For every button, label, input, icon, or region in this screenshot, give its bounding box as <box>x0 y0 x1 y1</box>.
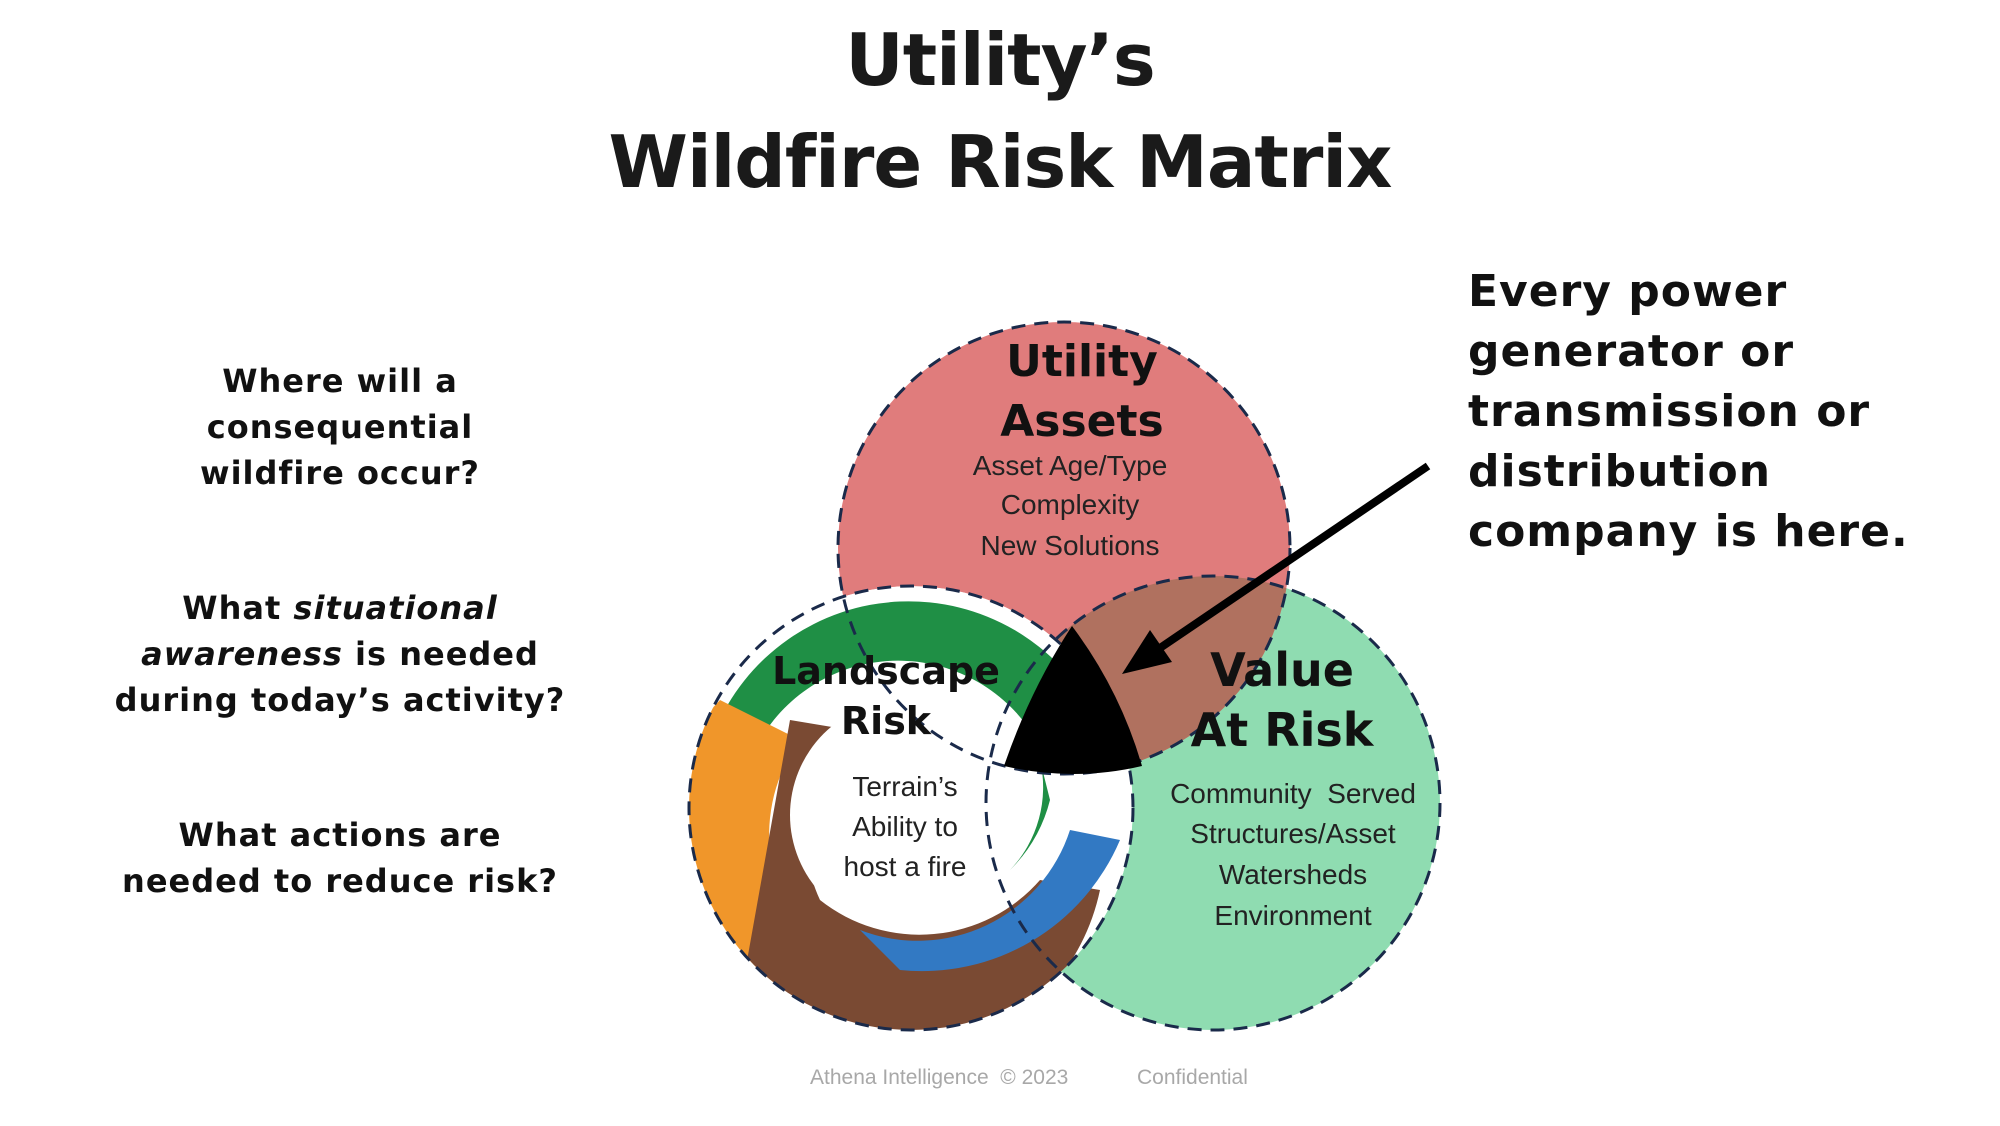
utility-assets-item: New Solutions <box>981 530 1160 561</box>
value-at-risk-item: Community Served <box>1170 778 1416 809</box>
text: is needed <box>342 635 539 673</box>
arrow-line <box>1157 462 1431 652</box>
callout-line: company is here. <box>1468 506 1909 557</box>
question-actions: What actions are needed to reduce risk? <box>60 812 620 904</box>
title-line-1: Utility’s <box>845 18 1155 102</box>
utility-assets-title: Assets <box>1000 396 1164 447</box>
question-line: awareness is needed <box>60 631 620 677</box>
callout-line: Every power <box>1468 266 1788 317</box>
value-at-risk-title: Value <box>1210 643 1354 697</box>
question-where: Where will a consequential wildfire occu… <box>60 358 620 496</box>
landscape-risk-item: Terrain’s <box>852 771 957 802</box>
question-line: consequential <box>206 408 474 446</box>
value-at-risk-item: Watersheds <box>1219 859 1367 890</box>
callout-line: transmission or <box>1468 386 1871 437</box>
value-at-risk-item: Environment <box>1214 900 1371 931</box>
question-line: What actions are <box>178 816 502 854</box>
footer-confidential: Confidential <box>1137 1066 1248 1089</box>
question-awareness: What situational awareness is needed dur… <box>60 585 620 723</box>
landscape-risk-title: Landscape <box>772 649 1000 693</box>
landscape-risk-title: Risk <box>841 699 932 743</box>
question-line: wildfire occur? <box>200 454 480 492</box>
callout-text: Every power generator or transmission or… <box>1468 262 1988 562</box>
question-line: needed to reduce risk? <box>122 862 558 900</box>
question-line: What situational <box>60 585 620 631</box>
utility-assets-item: Complexity <box>1001 489 1139 520</box>
text: What <box>182 589 294 627</box>
emphasis: situational <box>293 589 498 627</box>
utility-assets-outline <box>836 320 1292 776</box>
value-at-risk-outline <box>984 574 1442 1032</box>
emphasis: awareness <box>141 635 343 673</box>
landscape-risk-item: Ability to <box>852 811 958 842</box>
question-line: during today’s activity? <box>114 681 566 719</box>
value-at-risk-title: At Risk <box>1191 703 1375 757</box>
callout-line: generator or <box>1468 326 1795 377</box>
utility-assets-title: Utility <box>1006 336 1158 387</box>
value-at-risk-item: Structures/Asset <box>1190 818 1396 849</box>
footer-copyright: Athena Intelligence © 2023 <box>810 1066 1069 1089</box>
question-line: Where will a <box>222 362 458 400</box>
callout-line: distribution <box>1468 446 1772 497</box>
utility-assets-item: Asset Age/Type <box>973 450 1168 481</box>
landscape-risk-outline <box>687 584 1135 1032</box>
landscape-risk-swirl <box>689 586 1133 1030</box>
center-intersection <box>1004 626 1142 774</box>
title-line-2: Wildfire Risk Matrix <box>608 120 1393 204</box>
arrow-head-icon <box>1122 630 1172 674</box>
landscape-risk-item: host a fire <box>844 851 967 882</box>
